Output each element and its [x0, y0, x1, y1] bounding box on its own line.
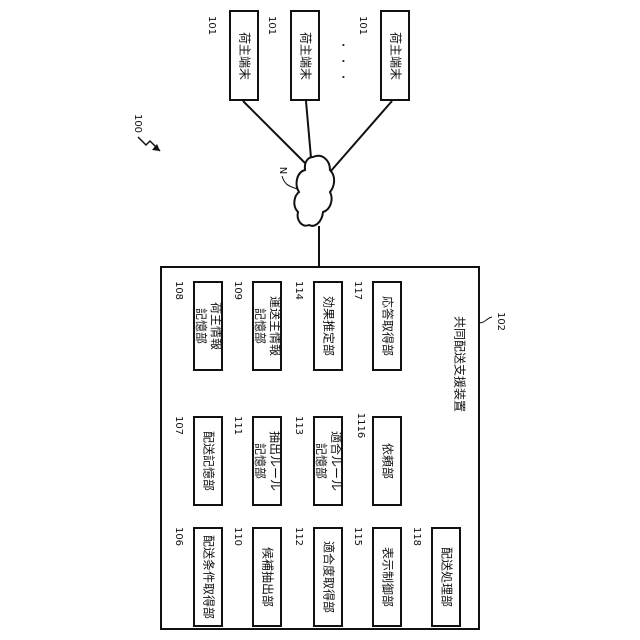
terminal-box-2: 荷主端末 — [290, 10, 320, 101]
unit-ref: 114 — [293, 281, 304, 300]
terminal-label: 荷主端末 — [298, 31, 313, 79]
link-terminal-1 — [243, 101, 305, 163]
unit-label: 荷主情報 記憶部 — [193, 302, 223, 350]
unit-box: 依頼部 — [372, 416, 402, 506]
unit-ref: 112 — [293, 527, 304, 546]
unit-label: 依頼部 — [380, 443, 395, 479]
unit-label: 応答取得部 — [380, 296, 395, 356]
unit-label: 表示制御部 — [380, 547, 395, 607]
unit-box: 配送条件取得部 — [193, 527, 223, 627]
unit-ref: 111 — [232, 416, 243, 435]
unit-label: 運送主情報 記憶部 — [252, 296, 282, 356]
network-leader-line — [282, 176, 297, 189]
unit-box: 抽出ルール 記憶部 — [252, 416, 282, 506]
unit-ref: 115 — [352, 527, 363, 546]
unit-box: 候補抽出部 — [252, 527, 282, 627]
unit-ref: 109 — [232, 281, 243, 300]
unit-label: 配送条件取得部 — [201, 535, 216, 619]
unit-box: 荷主情報 記憶部 — [193, 281, 223, 371]
system-ref-label: 100 — [132, 114, 143, 133]
unit-label: 候補抽出部 — [260, 547, 275, 607]
unit-box: 表示制御部 — [372, 527, 402, 627]
link-terminal-3 — [330, 101, 392, 172]
unit-box: 応答取得部 — [372, 281, 402, 371]
unit-box: 運送主情報 記憶部 — [252, 281, 282, 371]
network-cloud-icon — [294, 156, 334, 226]
device-ref: 102 — [495, 312, 506, 331]
unit-label: 適合ルール 記憶部 — [313, 431, 343, 491]
terminal-box-1: 荷主端末 — [229, 10, 259, 101]
device-title: 共同配送支援装置 — [452, 316, 469, 412]
terminal-ellipsis: ・・・ — [337, 40, 352, 88]
link-terminal-2 — [306, 101, 311, 158]
unit-ref: 107 — [173, 416, 184, 435]
network-label: N — [277, 167, 288, 174]
unit-ref: 1116 — [355, 413, 366, 438]
terminal-ref: 101 — [206, 16, 217, 35]
terminal-label: 荷主端末 — [237, 31, 252, 79]
unit-ref: 118 — [411, 527, 422, 546]
unit-label: 適合度取得部 — [321, 541, 336, 613]
unit-ref: 106 — [173, 527, 184, 546]
terminal-label: 荷主端末 — [388, 31, 403, 79]
unit-label: 効果推定部 — [321, 296, 336, 356]
terminal-box-3: 荷主端末 — [380, 10, 410, 101]
unit-box: 配送処理部 — [431, 527, 461, 627]
unit-ref: 110 — [232, 527, 243, 546]
unit-box: 適合ルール 記憶部 — [313, 416, 343, 506]
unit-ref: 117 — [352, 281, 363, 300]
unit-box: 配送記憶部 — [193, 416, 223, 506]
unit-ref: 113 — [293, 416, 304, 435]
unit-label: 抽出ルール 記憶部 — [252, 431, 282, 491]
unit-box: 効果推定部 — [313, 281, 343, 371]
unit-label: 配送記憶部 — [201, 431, 216, 491]
terminal-ref: 101 — [357, 16, 368, 35]
device-leader-line — [478, 317, 492, 323]
unit-label: 配送処理部 — [439, 547, 454, 607]
unit-ref: 108 — [173, 281, 184, 300]
terminal-ref: 101 — [266, 16, 277, 35]
unit-box: 適合度取得部 — [313, 527, 343, 627]
